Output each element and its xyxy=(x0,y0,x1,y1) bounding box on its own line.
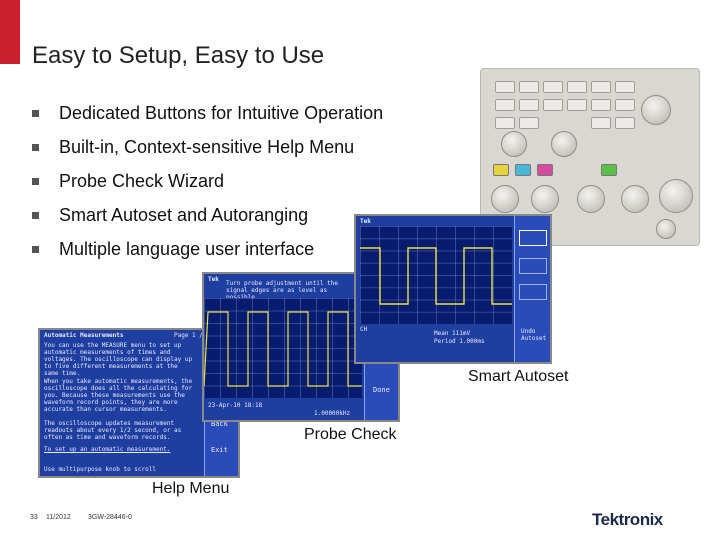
panel-button xyxy=(567,99,587,111)
help-page-number: Page 1 / 4 xyxy=(174,332,211,339)
smart-autoset-caption: Smart Autoset xyxy=(468,368,569,385)
undo-autoset-button[interactable]: Undo Autoset xyxy=(521,328,547,342)
autoset-waveform xyxy=(360,247,512,305)
autoset-header: Tek xyxy=(360,218,371,225)
help-title: Automatic Measurements xyxy=(44,332,124,339)
channel-2-button xyxy=(515,164,531,176)
panel-button xyxy=(615,117,635,129)
footer-date: 11/2012 xyxy=(46,514,71,521)
probe-date: 23-Apr-10 18:18 xyxy=(208,402,263,409)
square-wave-icon[interactable] xyxy=(519,230,547,246)
help-paragraph: The oscilloscope updates measurement rea… xyxy=(44,420,182,441)
autoset-measurement: Period 1.000ms xyxy=(434,338,485,345)
probe-check-caption: Probe Check xyxy=(304,426,397,443)
panel-button xyxy=(591,117,611,129)
help-scroll-hint: Use multipurpose knob to scroll xyxy=(44,466,156,473)
panel-button xyxy=(591,81,611,93)
panel-button xyxy=(543,81,563,93)
sine-wave-icon[interactable] xyxy=(519,258,547,274)
smart-autoset-screen: Tek CH Mean 111mV Period 1.000ms Undo Au… xyxy=(354,214,552,364)
done-button[interactable]: Done xyxy=(373,386,390,394)
bullet-square-icon xyxy=(32,211,39,219)
channel-3-button xyxy=(537,164,553,176)
bullet-item: Smart Autoset and Autoranging xyxy=(32,198,452,232)
page-number: 33 xyxy=(30,514,38,521)
panel-button xyxy=(591,99,611,111)
position-knob xyxy=(501,131,527,157)
help-paragraph: You can use the MEASURE menu to set up a… xyxy=(44,342,193,377)
probe-graticule xyxy=(204,298,362,398)
panel-button xyxy=(495,117,515,129)
channel-1-button xyxy=(493,164,509,176)
panel-button xyxy=(519,99,539,111)
probe-header: Tek xyxy=(208,276,219,283)
vertical-scale-knob xyxy=(531,185,559,213)
multipurpose-knob xyxy=(641,95,671,125)
vertical-scale-knob xyxy=(491,185,519,213)
panel-button xyxy=(615,99,635,111)
panel-button xyxy=(519,117,539,129)
footer-code: 3GW-28446-0 xyxy=(88,514,132,521)
help-paragraph: When you take automatic measurements, th… xyxy=(44,378,193,413)
panel-button xyxy=(567,81,587,93)
scope-front-panel-image xyxy=(480,68,700,246)
bullet-list: Dedicated Buttons for Intuitive Operatio… xyxy=(32,96,452,266)
bullet-square-icon xyxy=(32,177,39,185)
panel-button xyxy=(519,81,539,93)
exit-button[interactable]: Exit xyxy=(211,446,228,454)
probe-frequency: 1.00000kHz xyxy=(314,410,351,417)
autoset-channel-label: CH xyxy=(360,326,368,333)
rising-edge-icon[interactable] xyxy=(519,284,547,300)
bnc-connector xyxy=(656,219,676,239)
panel-button xyxy=(495,99,515,111)
autoset-measurement: Mean 111mV xyxy=(434,330,471,337)
bullet-item: Built-in, Context-sensitive Help Menu xyxy=(32,130,452,164)
accent-bar xyxy=(0,0,20,64)
position-knob xyxy=(551,131,577,157)
bullet-item: Multiple language user interface xyxy=(32,232,452,266)
vertical-scale-knob xyxy=(621,185,649,213)
help-menu-caption: Help Menu xyxy=(152,480,230,497)
probe-waveform xyxy=(204,311,362,387)
panel-button xyxy=(615,81,635,93)
back-button[interactable]: Back xyxy=(211,420,228,428)
tektronix-logo: Tektronix xyxy=(592,510,663,529)
probe-instruction: Turn probe adjustment until the signal e… xyxy=(226,280,338,301)
bullet-square-icon xyxy=(32,143,39,151)
bullet-square-icon xyxy=(32,109,39,117)
vertical-scale-knob xyxy=(577,185,605,213)
bullet-square-icon xyxy=(32,245,39,253)
channel-4-button xyxy=(601,164,617,176)
panel-button xyxy=(543,99,563,111)
autoset-side-menu: Undo Autoset xyxy=(514,216,550,362)
bullet-item: Probe Check Wizard xyxy=(32,164,452,198)
help-link[interactable]: To set up an automatic measurement. xyxy=(44,446,171,453)
panel-button xyxy=(495,81,515,93)
bullet-item: Dedicated Buttons for Intuitive Operatio… xyxy=(32,96,452,130)
autoset-graticule xyxy=(360,226,512,324)
horizontal-scale-knob xyxy=(659,179,693,213)
slide-title: Easy to Setup, Easy to Use xyxy=(32,42,325,69)
